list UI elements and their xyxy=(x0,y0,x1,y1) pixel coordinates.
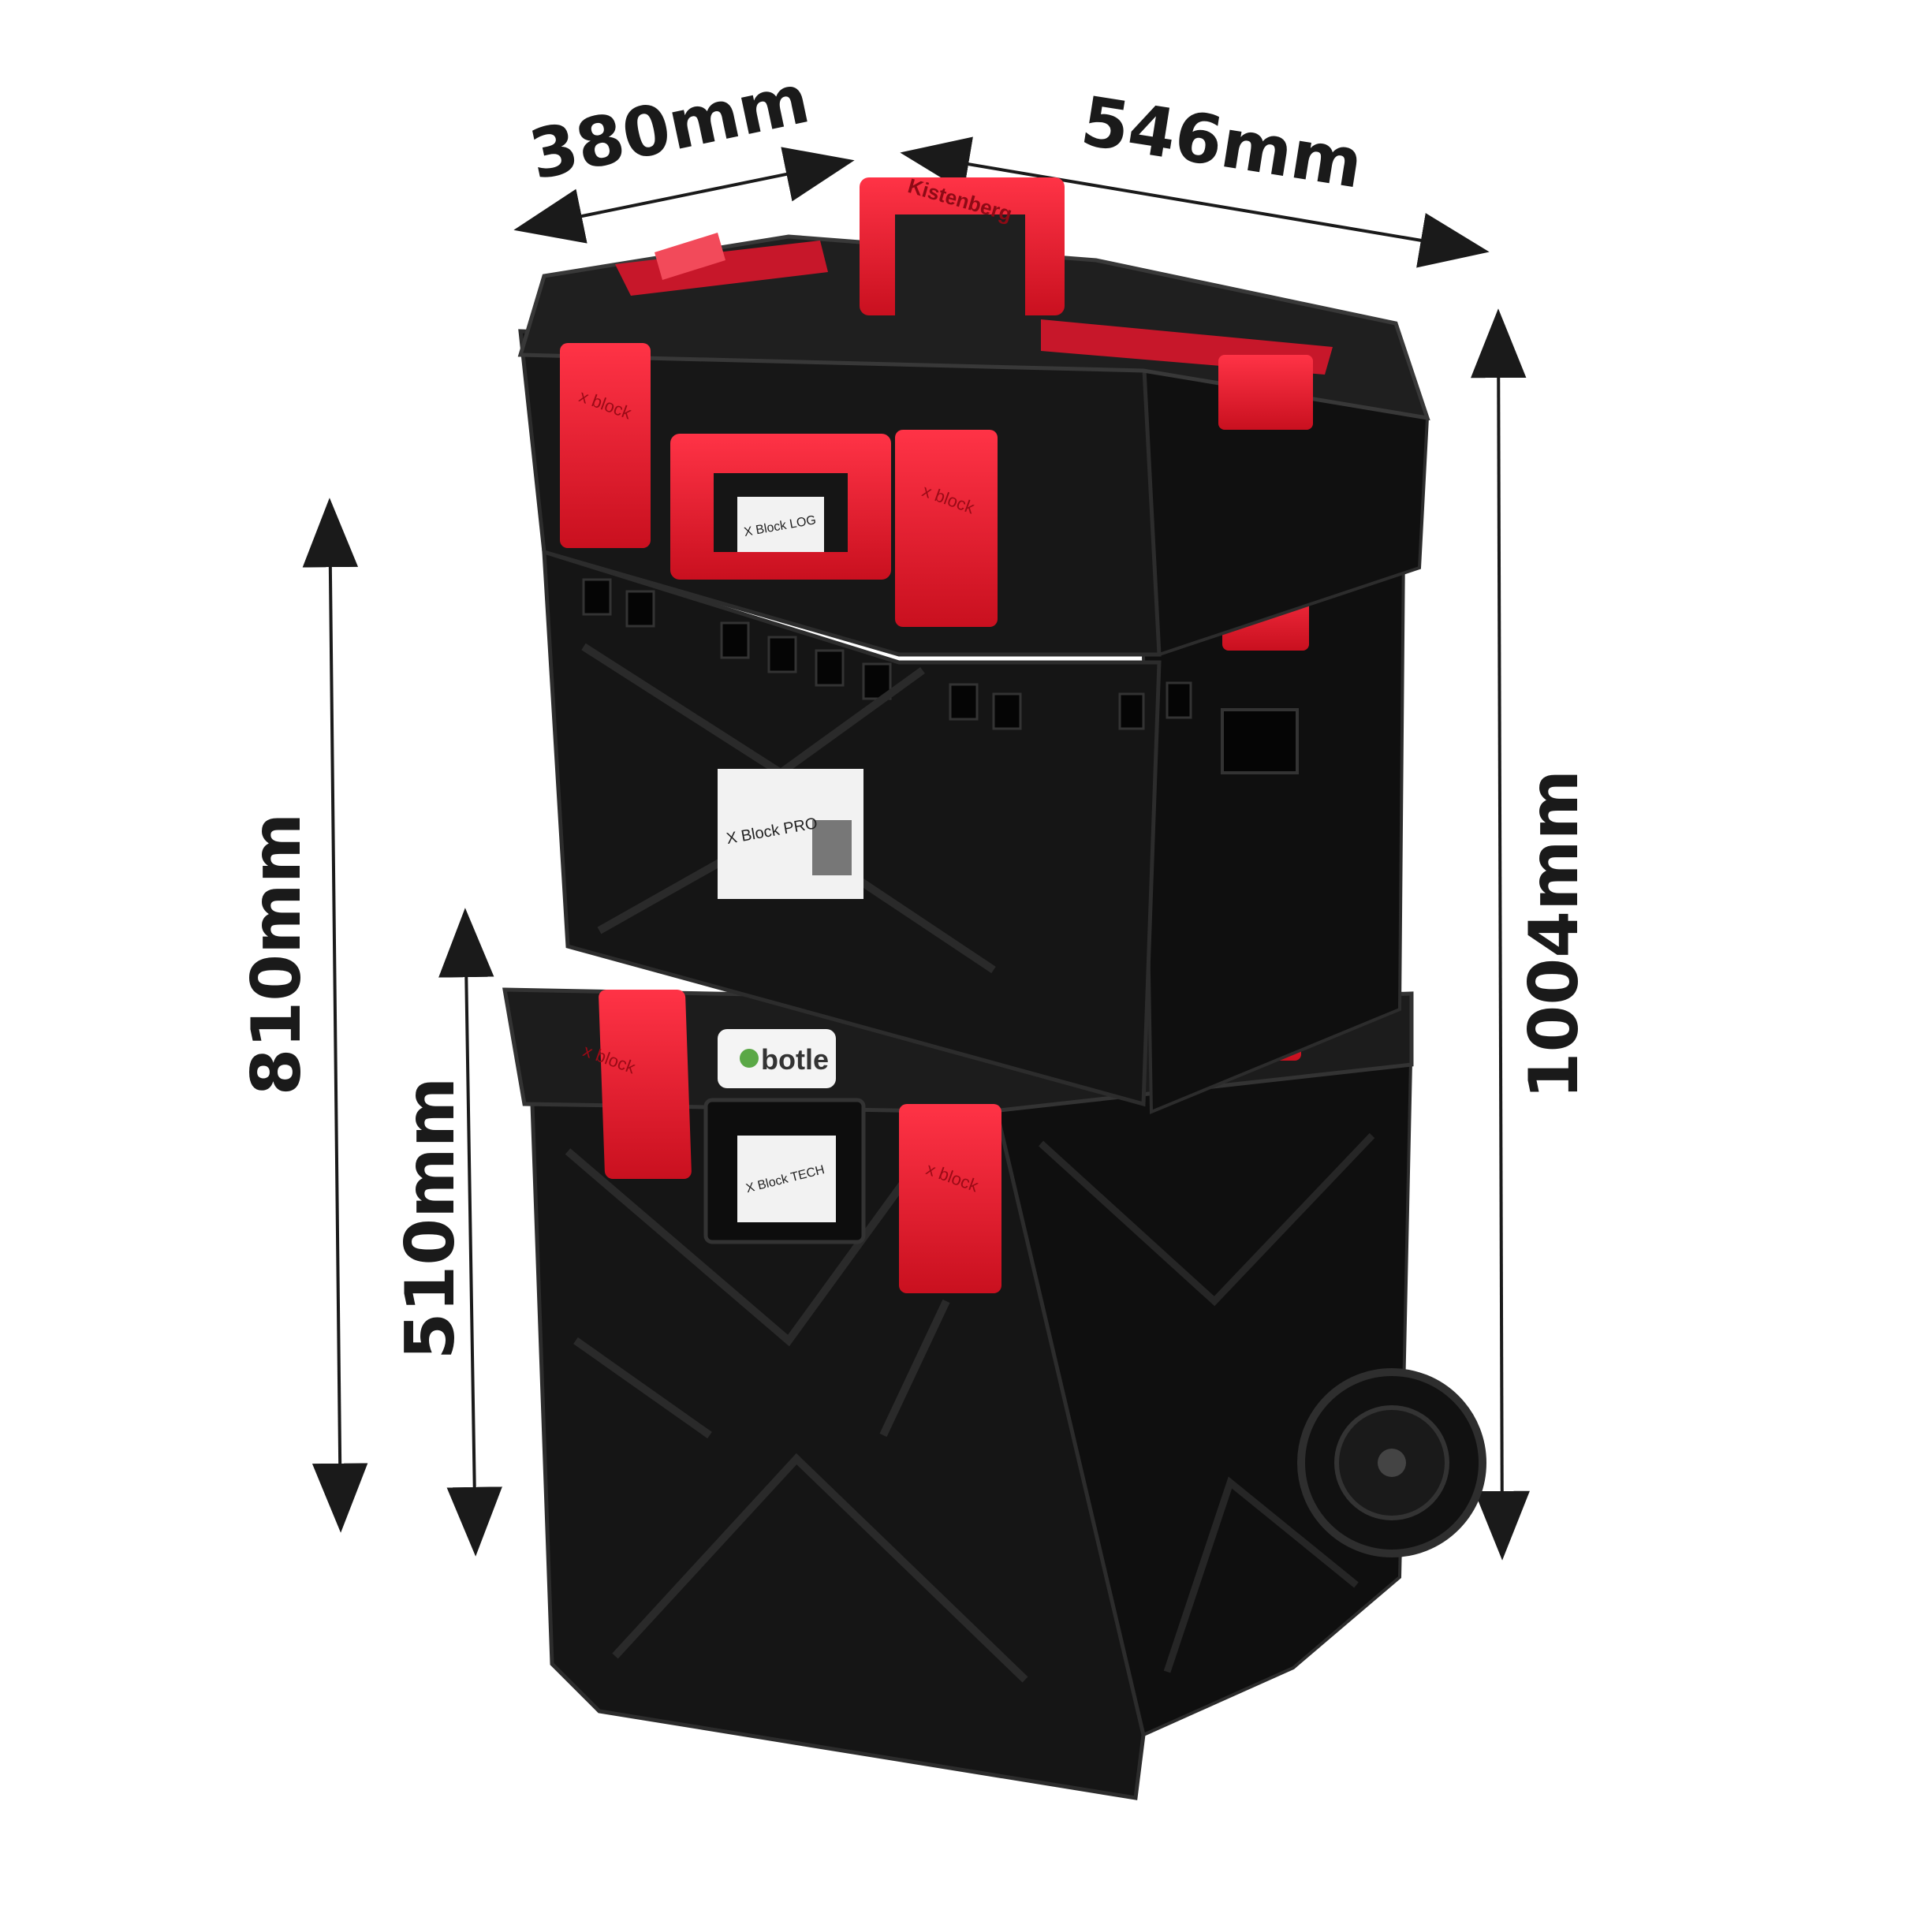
bottom-toolbox: x block x block X Block TECH botle xyxy=(502,982,1486,1800)
width-label: 546mm xyxy=(1076,82,1368,204)
middle-label-photo xyxy=(812,820,852,875)
bottom-box-height-dim-line xyxy=(438,908,502,1557)
width-dim-line xyxy=(900,136,1490,268)
bottom-box-side-rib xyxy=(1163,1476,1359,1673)
botle-badge-text: botle xyxy=(761,1043,829,1076)
middle-toolbox: X Block PRO xyxy=(542,541,1406,1114)
total-height-dim-line xyxy=(1471,308,1530,1561)
two-box-height-dim-line xyxy=(302,498,368,1533)
bottom-box-side-rib xyxy=(1038,1132,1375,1307)
top-carry-handle-grip-hole xyxy=(895,214,1025,315)
wheel xyxy=(1297,1368,1486,1557)
bottom-right-latch xyxy=(899,1104,1001,1293)
bottom-box-rib xyxy=(573,1337,712,1439)
bottom-box-rib xyxy=(879,1299,950,1438)
bottom-box-rib xyxy=(565,1148,919,1347)
vent-holes xyxy=(582,578,1192,730)
depth-label: 380mm xyxy=(523,59,816,195)
depth-dim-line xyxy=(513,147,855,244)
total-height-label: 1004mm xyxy=(1515,770,1594,1100)
top-product-label xyxy=(737,497,824,552)
bottom-box-rib xyxy=(612,1453,1028,1683)
botle-badge xyxy=(718,1029,836,1088)
middle-side-handle xyxy=(1221,708,1299,774)
bottom-left-latch xyxy=(599,990,692,1179)
two-box-height-label: 810mm xyxy=(237,813,316,1096)
bottom-box-height-label: 510mm xyxy=(391,1077,470,1360)
top-side-clip xyxy=(1218,355,1313,430)
wheel-hub-icon xyxy=(1378,1449,1406,1477)
bottom-product-label xyxy=(737,1136,836,1222)
top-left-latch xyxy=(560,343,651,548)
botle-logo-icon xyxy=(740,1049,759,1068)
dimension-lines xyxy=(302,136,1530,1561)
top-toolbox: Kistenberg x block x block X Block LOG xyxy=(517,173,1430,657)
top-right-latch xyxy=(895,430,998,627)
